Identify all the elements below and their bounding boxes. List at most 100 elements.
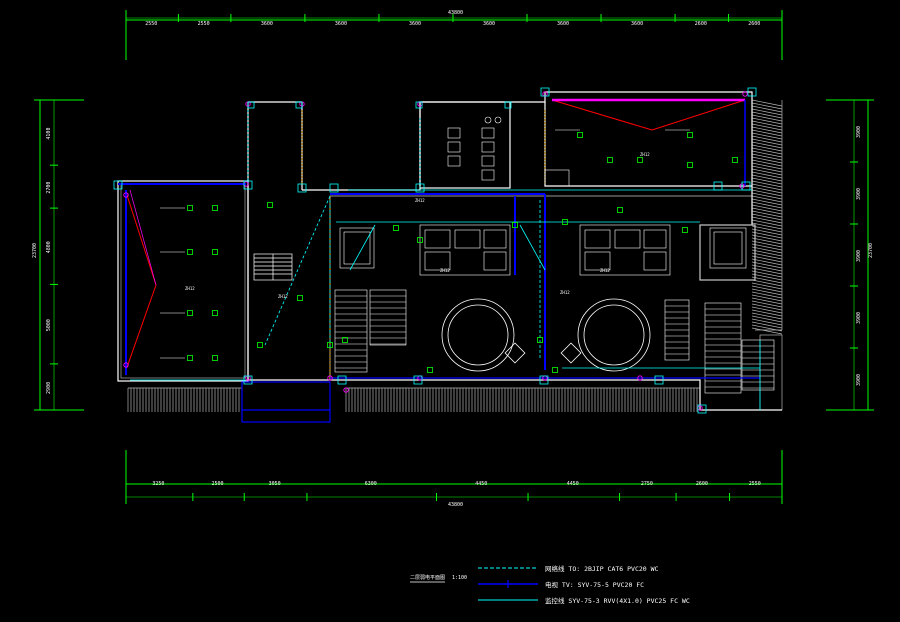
dimension-segment-label: 3600 <box>483 21 495 27</box>
device-marker <box>687 132 693 138</box>
column-box <box>504 101 512 109</box>
column-box <box>337 375 347 385</box>
device-marker <box>187 249 193 255</box>
drawing-title: 二层弱电平面图 <box>410 574 445 581</box>
device-marker <box>637 157 643 163</box>
dimension-segment-label: 4450 <box>475 481 487 487</box>
device-marker <box>512 222 518 228</box>
column-box <box>295 101 303 109</box>
dimension-segment-label: 3900 <box>856 126 862 138</box>
device-marker <box>417 237 423 243</box>
circular-seating <box>441 298 651 372</box>
column-box <box>713 181 723 191</box>
column-box <box>654 375 664 385</box>
left-total-dimension: 23700 <box>32 243 38 258</box>
column-box <box>297 183 307 193</box>
shelf-block <box>704 302 742 394</box>
device-marker <box>617 207 623 213</box>
column-marker <box>343 387 349 393</box>
column-box <box>247 101 255 109</box>
device-marker <box>687 162 693 168</box>
column-marker <box>742 91 748 97</box>
device-marker <box>607 157 613 163</box>
device-marker <box>297 295 303 301</box>
dimension-segment-label: 3600 <box>557 21 569 27</box>
dimension-segment-label: 2600 <box>695 21 707 27</box>
column-box <box>747 87 757 97</box>
shelving-units <box>334 289 775 394</box>
top-total-dimension: 43800 <box>448 10 463 16</box>
column-box <box>413 375 423 385</box>
column-box <box>415 183 425 193</box>
device-marker <box>562 219 568 225</box>
room-label-kitchen-left: ZH12 <box>440 268 450 273</box>
dimension-segment-label: 2550 <box>145 21 157 27</box>
terrace-hatch-bottom <box>127 387 700 412</box>
device-marker <box>212 355 218 361</box>
device-marker <box>577 132 583 138</box>
room-label-top-right: ZH12 <box>640 152 650 157</box>
legend-cctv-text: 监控线 SYV-75-3 RVV(4X1.0) PVC25 FC WC <box>545 596 690 605</box>
entry-canopy <box>241 381 331 423</box>
column-box <box>243 180 253 190</box>
bottom-dimension-chain <box>125 450 783 504</box>
dimension-segment-label: 5000 <box>46 319 52 331</box>
drawing-scale: 1:100 <box>452 575 467 581</box>
shelf-block <box>334 289 368 373</box>
room-label-stair-hall: ZH12 <box>278 294 288 299</box>
room-label-corridor: ZH12 <box>415 198 425 203</box>
dimension-segment-label: 3600 <box>261 21 273 27</box>
dimension-segment-label: 4100 <box>46 128 52 140</box>
column-box <box>329 183 339 193</box>
dimension-segment-label: 3900 <box>856 188 862 200</box>
dimension-segment-label: 2600 <box>748 21 760 27</box>
right-total-dimension: 23700 <box>868 243 874 258</box>
room-label-left-wing: ZH12 <box>185 286 195 291</box>
dimension-segment-label: 4800 <box>46 241 52 253</box>
device-marker <box>682 227 688 233</box>
toilet-fixtures <box>447 116 570 187</box>
staircase <box>253 253 293 281</box>
shelf-block <box>741 339 775 391</box>
column-box <box>243 375 253 385</box>
network-cable-runs <box>130 110 761 410</box>
dimension-segment-label: 2700 <box>46 182 52 194</box>
column-marker <box>637 375 643 381</box>
bottom-total-dimension: 43800 <box>448 502 463 508</box>
device-marker <box>212 310 218 316</box>
column-box <box>697 404 707 414</box>
dimension-segment-label: 3900 <box>856 374 862 386</box>
right-dimension-chain <box>826 99 874 411</box>
device-marker <box>267 202 273 208</box>
dimension-segment-label: 6300 <box>365 481 377 487</box>
device-marker <box>537 337 543 343</box>
device-marker <box>187 205 193 211</box>
dimension-segment-label: 2600 <box>696 481 708 487</box>
left-wing-roofline <box>125 189 157 375</box>
device-marker <box>327 342 333 348</box>
top-dimension-chain <box>125 10 783 60</box>
dimension-segment-label: 3600 <box>631 21 643 27</box>
tv-cable-runs <box>118 183 760 411</box>
device-marker <box>187 310 193 316</box>
column-box <box>113 180 123 190</box>
column-marker <box>327 375 333 381</box>
column-marker <box>123 362 129 368</box>
device-marker <box>257 342 263 348</box>
legend-tv-text: 电视 TV: SYV-75-5 PVC20 FC <box>545 580 644 589</box>
drawing-title-block: 二层弱电平面图 1:100 <box>410 574 467 583</box>
device-marker <box>427 367 433 373</box>
legend: 网络线 TO: 2BJIP CAT6 PVC20 WC 电视 TV: SYV-7… <box>478 564 690 605</box>
device-marker <box>342 337 348 343</box>
dimension-segment-label: 3050 <box>269 481 281 487</box>
partition-lines <box>301 110 546 380</box>
dimension-segment-label: 2500 <box>212 481 224 487</box>
dimension-segment-label: 3900 <box>856 250 862 262</box>
left-dimension-chain <box>34 99 84 411</box>
